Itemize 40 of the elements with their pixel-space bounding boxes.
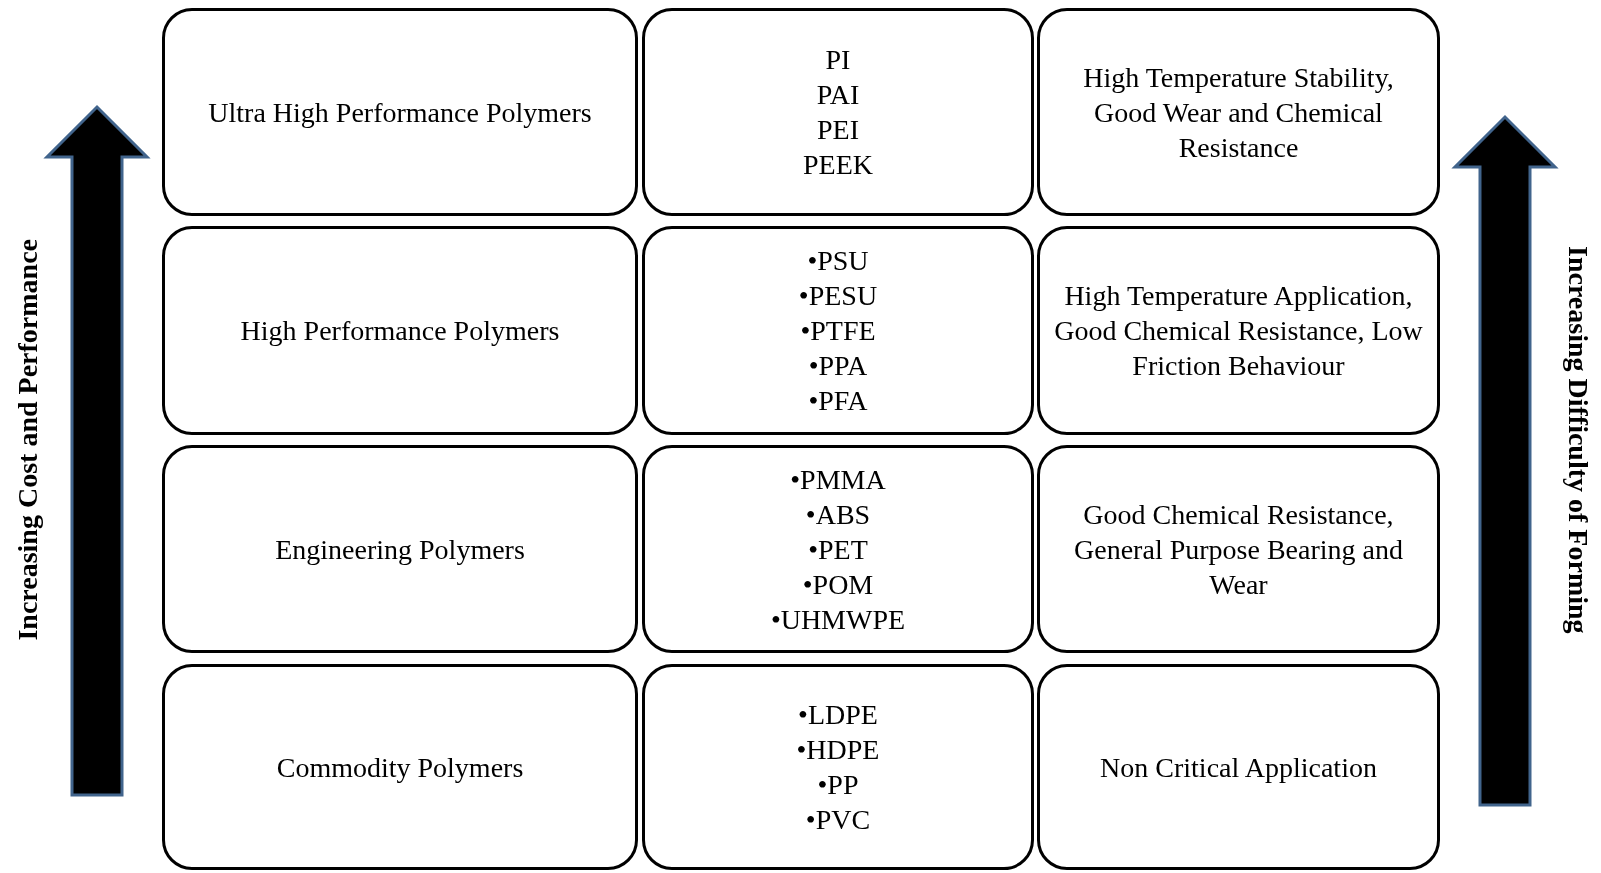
property-box (1037, 445, 1440, 653)
polymer-name: •POM (802, 567, 874, 602)
category-label: Engineering Polymers (275, 532, 525, 567)
polymer-name: •PP (817, 768, 859, 802)
property-text: High Temperature Stability, Good Wear and Chemical Resistance (1082, 60, 1395, 165)
polymer-list-box (642, 664, 1034, 870)
property-text: Non Critical Application (1100, 750, 1377, 785)
polymer-name: •PFA (808, 384, 868, 418)
property-text: High Temperature Application, Good Chemical Resistance, Low Friction Behaviour (1054, 279, 1423, 383)
polymer-name: •PSU (807, 244, 869, 278)
polymer-list-box (642, 8, 1034, 216)
polymer-name: •PPA (808, 349, 868, 383)
category-box (162, 664, 638, 870)
polymer-name: PI (825, 43, 851, 77)
polymer-name: •PMMA (790, 462, 886, 497)
polymer-name: PEEK (803, 148, 873, 182)
polymer-name: •ABS (805, 497, 871, 532)
polymer-list-box (642, 226, 1034, 435)
property-box (1037, 664, 1440, 870)
polymer-name: •PET (808, 532, 868, 567)
category-box (162, 226, 638, 435)
category-label: Ultra High Performance Polymers (208, 95, 592, 130)
axis-label: Increasing Cost and Performance (12, 239, 44, 641)
property-box (1037, 8, 1440, 216)
category-label: Commodity Polymers (276, 750, 524, 785)
axis-label: Increasing Difficulty of Forming (1562, 246, 1594, 634)
category-label: High Performance Polymers (240, 314, 560, 348)
property-box (1037, 226, 1440, 435)
polymer-name: •PVC (805, 803, 871, 837)
polymer-name: PAI (816, 78, 860, 112)
polymer-name: •LDPE (798, 698, 878, 732)
category-box (162, 445, 638, 653)
polymer-name: PEI (817, 113, 859, 147)
polymer-list-box (642, 445, 1034, 653)
polymer-name: •PTFE (800, 314, 876, 348)
polymer-name: •UHMWPE (770, 602, 906, 637)
category-box (162, 8, 638, 216)
property-text: Good Chemical Resistance, General Purpose Bearing and Wear (1073, 497, 1404, 602)
polymer-name: •HDPE (796, 733, 880, 767)
polymer-name: •PESU (798, 279, 878, 313)
